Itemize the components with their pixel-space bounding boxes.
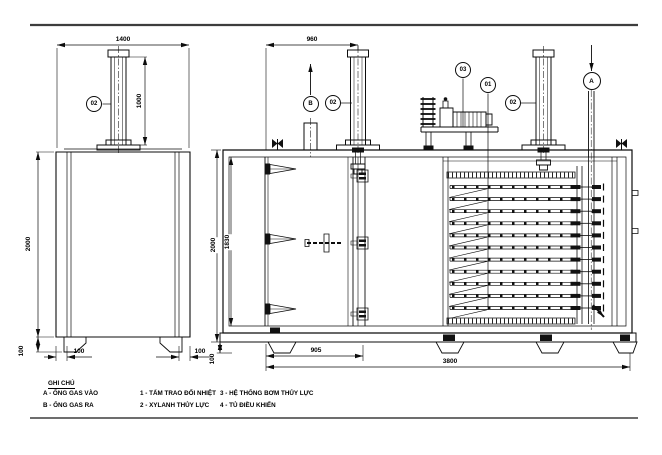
door-hinge <box>264 163 297 175</box>
dim-side-height: 2000 <box>24 236 32 252</box>
dim-front-height: 2000 <box>209 236 218 254</box>
balloon-gas-in-gauge: A <box>582 72 601 90</box>
dim-front-inner-height: 1830 <box>223 233 232 251</box>
gas-out-pipe <box>304 64 317 157</box>
balloon-cylinder-side: 02 <box>86 96 102 112</box>
sheet-border-lines <box>30 25 638 418</box>
cabinet-door <box>264 157 369 333</box>
front-cylinder-left <box>336 45 380 156</box>
dim-front-foot: 100 <box>208 352 217 366</box>
cabinet-frame <box>223 150 638 333</box>
hydraulic-pump-unit <box>421 97 499 150</box>
door-handle <box>305 234 343 252</box>
legend-item-2: 2 - XYLANH THỦY LỰC <box>140 402 210 409</box>
drain-arrow <box>593 305 604 317</box>
door-hinge <box>264 303 297 315</box>
heat-exchanger-plates <box>447 157 605 324</box>
side-view-body <box>56 149 190 352</box>
side-foot-left <box>64 337 86 352</box>
door-latch <box>350 236 369 250</box>
vent-valve-right <box>615 138 628 151</box>
dim-front-door-width: 905 <box>310 346 322 354</box>
door-hinge <box>264 233 297 245</box>
dim-side-foot: 100 <box>17 345 25 357</box>
balloon-pump: 03 <box>455 62 471 78</box>
side-foot-right <box>160 337 182 352</box>
legend-item-4: 4 - TỦ ĐIỀU KHIỂN <box>220 402 276 409</box>
dim-side-width: 1400 <box>115 35 131 43</box>
balloon-gas-out: B <box>302 96 319 112</box>
front-cylinder-right <box>521 45 566 156</box>
balloon-plates: 01 <box>480 77 496 93</box>
side-view-dimensions <box>35 42 213 361</box>
front-view-dimensions <box>211 42 630 371</box>
foot <box>536 342 564 353</box>
piston-fittings <box>351 147 551 175</box>
legend-item-1: 1 - TẤM TRAO ĐỔI NHIỆT <box>140 390 216 397</box>
dim-side-leg-left: 100 <box>73 347 85 355</box>
dim-front-top-span: 960 <box>306 35 318 43</box>
balloon-cylinder-left: 02 <box>325 95 341 111</box>
legend-item-b: B - ỐNG GAS RA <box>43 402 94 409</box>
legend-title: GHI CHÚ <box>48 380 75 390</box>
front-view <box>211 42 638 371</box>
door-latch <box>350 307 369 321</box>
dim-side-leg-right: 100 <box>194 347 206 355</box>
legend-item-3: 3 - HỆ THỐNG BƠM THỦY LỰC <box>220 390 314 397</box>
foot <box>268 342 296 353</box>
base-frame <box>220 333 637 353</box>
valve-stack <box>421 97 436 127</box>
foot <box>613 342 637 353</box>
dim-front-total-width: 3800 <box>442 357 458 365</box>
legend-item-a: A - ỐNG GAS VÀO <box>43 390 99 397</box>
vent-valve-left <box>271 138 284 151</box>
gas-in-gauge-pipe <box>589 45 595 330</box>
balloon-cylinder-right: 02 <box>505 95 521 111</box>
foot <box>436 342 464 353</box>
side-hydraulic-cylinder <box>96 45 141 156</box>
dim-side-cylinder: 1000 <box>135 93 143 109</box>
side-view <box>35 42 213 361</box>
balloon-leaders <box>341 79 536 311</box>
